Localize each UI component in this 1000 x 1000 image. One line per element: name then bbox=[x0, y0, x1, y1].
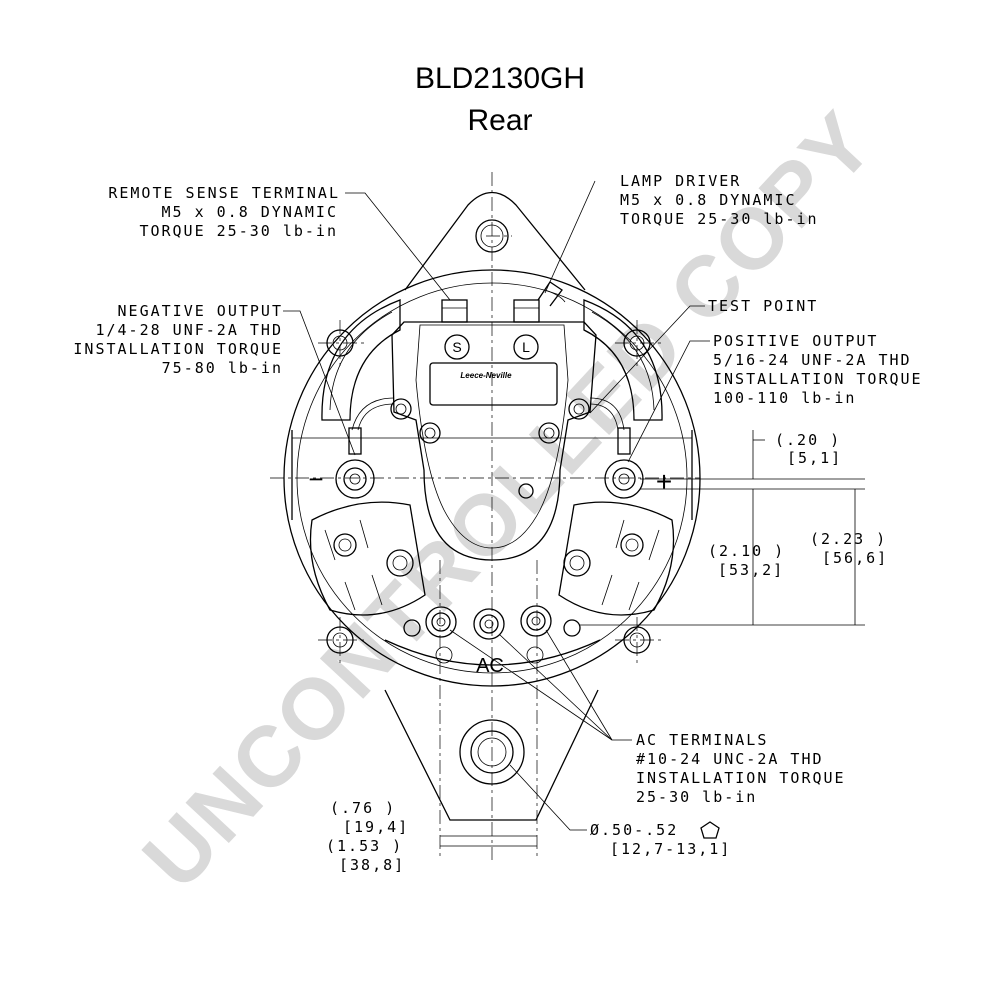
negative-sign: − bbox=[308, 464, 323, 494]
dim-hole-diameter-mm: [12,7-13,1] bbox=[610, 840, 731, 858]
dim-1-53-mm: [38,8] bbox=[339, 856, 405, 874]
svg-text:TORQUE 25-30 lb-in: TORQUE 25-30 lb-in bbox=[139, 222, 338, 240]
dim-2-10-in: (2.10 ) bbox=[708, 542, 785, 560]
callout-test-point: TEST POINT bbox=[708, 297, 818, 315]
svg-text:POSITIVE OUTPUT: POSITIVE OUTPUT bbox=[713, 332, 878, 350]
callout-negative-output: NEGATIVE OUTPUT 1/4-28 UNF-2A THD INSTAL… bbox=[73, 302, 283, 377]
svg-text:AC TERMINALS: AC TERMINALS bbox=[636, 731, 768, 749]
svg-text:1/4-28 UNF-2A THD: 1/4-28 UNF-2A THD bbox=[95, 321, 283, 339]
callout-remote-sense: REMOTE SENSE TERMINAL M5 x 0.8 DYNAMIC T… bbox=[108, 184, 340, 240]
svg-text:INSTALLATION TORQUE: INSTALLATION TORQUE bbox=[73, 340, 283, 358]
svg-text:NEGATIVE OUTPUT: NEGATIVE OUTPUT bbox=[118, 302, 283, 320]
part-number-title: BLD2130GH bbox=[415, 62, 585, 95]
ac-label: AC bbox=[476, 655, 504, 677]
centerlines bbox=[270, 172, 700, 860]
dimension-labels: (.20 ) [5,1] (2.10 ) [53,2] (2.23 ) [56,… bbox=[326, 431, 888, 874]
view-title: Rear bbox=[467, 104, 532, 137]
callout-ac-terminals: AC TERMINALS #10-24 UNC-2A THD INSTALLAT… bbox=[636, 731, 846, 806]
svg-text:REMOTE SENSE TERMINAL: REMOTE SENSE TERMINAL bbox=[108, 184, 340, 202]
svg-text:100-110 lb-in: 100-110 lb-in bbox=[713, 389, 856, 407]
svg-text:INSTALLATION TORQUE: INSTALLATION TORQUE bbox=[713, 370, 923, 388]
svg-text:TEST POINT: TEST POINT bbox=[708, 297, 818, 315]
dim-0-20-in: (.20 ) bbox=[775, 431, 841, 449]
s-terminal-label: S bbox=[452, 339, 461, 355]
callout-positive-output: POSITIVE OUTPUT 5/16-24 UNF-2A THD INSTA… bbox=[713, 332, 923, 407]
leader-lines bbox=[283, 180, 710, 831]
dim-2-23-mm: [56,6] bbox=[822, 549, 888, 567]
dim-0-76-mm: [19,4] bbox=[343, 818, 409, 836]
svg-text:25-30 lb-in: 25-30 lb-in bbox=[636, 788, 757, 806]
brand-label: Leece-Neville bbox=[460, 371, 512, 380]
dim-hole-diameter: Ø.50-.52 bbox=[590, 821, 678, 839]
dim-2-23-in: (2.23 ) bbox=[810, 530, 887, 548]
svg-text:M5 x 0.8 DYNAMIC: M5 x 0.8 DYNAMIC bbox=[162, 203, 339, 221]
dim-0-76-in: (.76 ) bbox=[330, 799, 396, 817]
svg-text:75-80 lb-in: 75-80 lb-in bbox=[162, 359, 283, 377]
alternator-housing bbox=[283, 191, 701, 821]
svg-text:TORQUE 25-30 lb-in: TORQUE 25-30 lb-in bbox=[620, 210, 819, 228]
svg-text:INSTALLATION TORQUE: INSTALLATION TORQUE bbox=[636, 769, 846, 787]
dim-2-10-mm: [53,2] bbox=[718, 561, 784, 579]
rectifier-assembly bbox=[309, 501, 675, 666]
callout-lamp-driver: LAMP DRIVER M5 x 0.8 DYNAMIC TORQUE 25-3… bbox=[620, 172, 819, 228]
svg-text:LAMP DRIVER: LAMP DRIVER bbox=[620, 172, 741, 190]
pentagon-icon bbox=[700, 821, 720, 839]
svg-text:5/16-24 UNF-2A THD: 5/16-24 UNF-2A THD bbox=[713, 351, 912, 369]
svg-text:M5 x 0.8 DYNAMIC: M5 x 0.8 DYNAMIC bbox=[620, 191, 797, 209]
dim-0-20-mm: [5,1] bbox=[787, 449, 842, 467]
positive-sign: + bbox=[656, 466, 672, 497]
svg-text:#10-24 UNC-2A THD: #10-24 UNC-2A THD bbox=[636, 750, 824, 768]
l-terminal-label: L bbox=[522, 339, 530, 355]
ac-terminals: AC bbox=[425, 605, 552, 677]
dim-1-53-in: (1.53 ) bbox=[326, 837, 403, 855]
voltage-regulator: Leece-Neville S L bbox=[351, 281, 625, 561]
mounting-bolts bbox=[326, 329, 651, 654]
dimension-lines bbox=[440, 430, 865, 847]
